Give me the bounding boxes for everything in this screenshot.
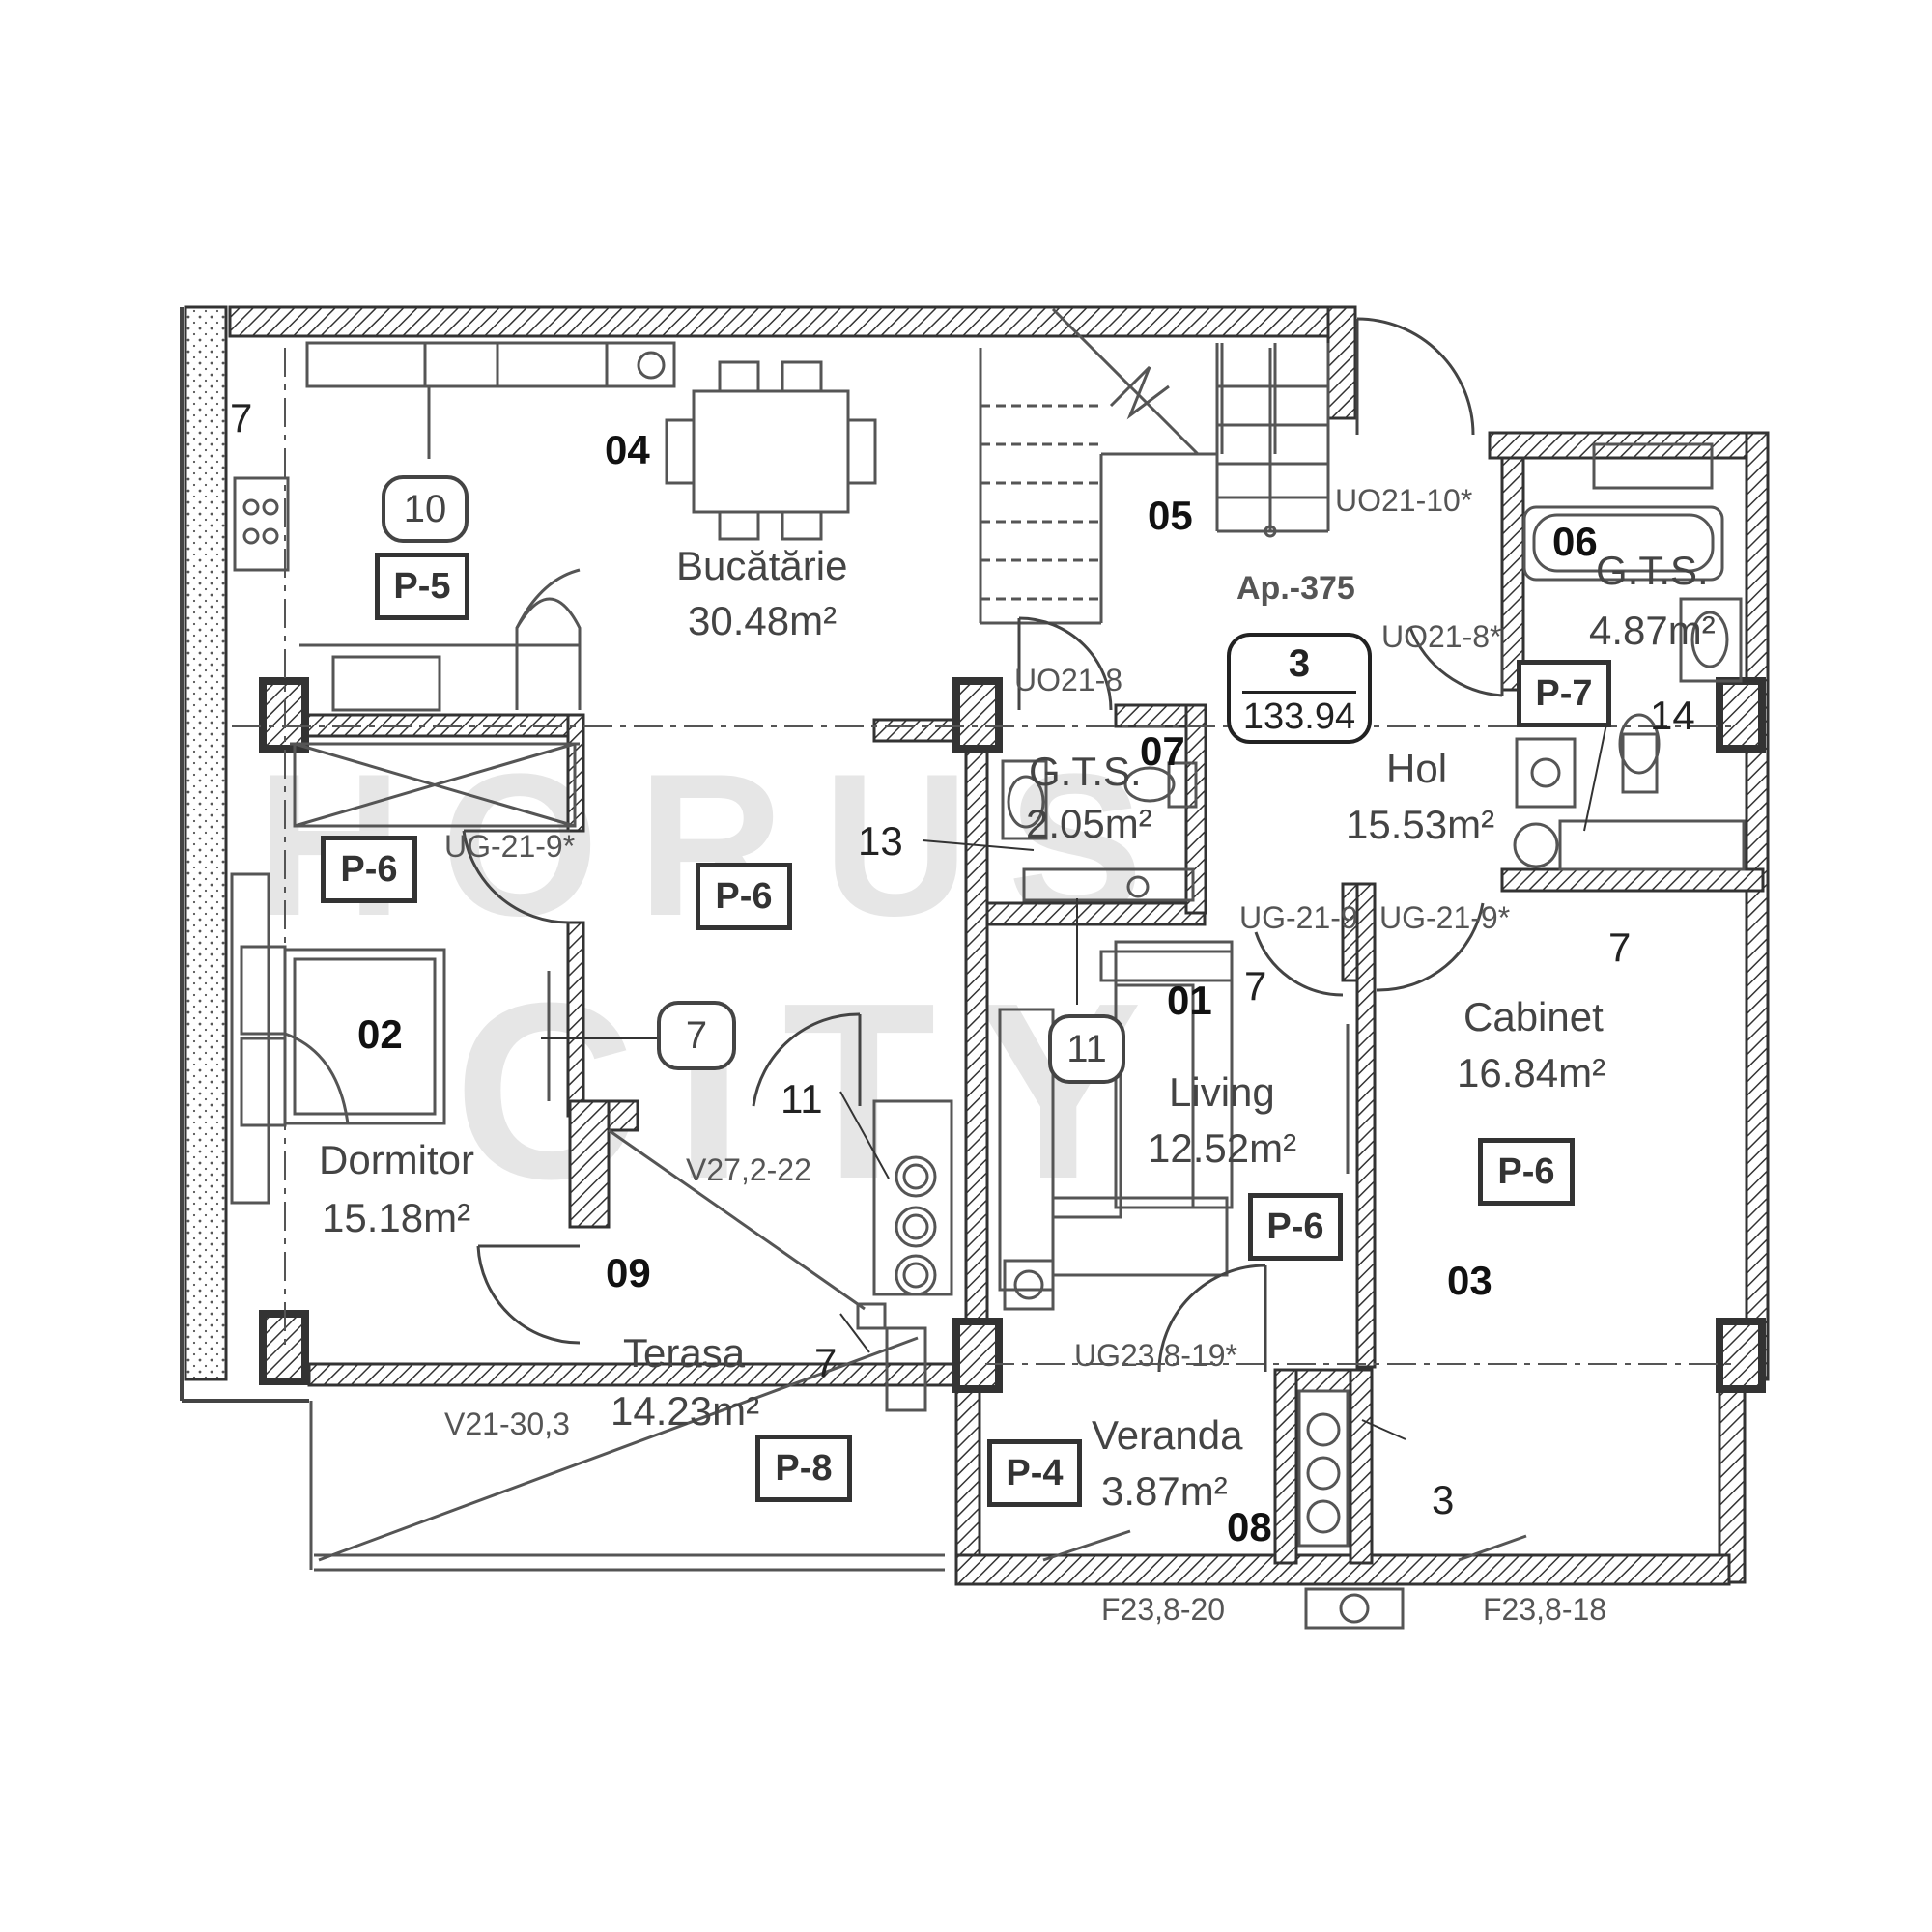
room-08-name: Veranda	[1092, 1412, 1243, 1458]
callout-7-living: 7	[1244, 963, 1267, 1009]
room-06-name: G.T.S.	[1596, 548, 1709, 593]
room-hol-area: 15.53m²	[1346, 802, 1495, 847]
terrace-details	[309, 1099, 1527, 1630]
room-04-name: Bucătărie	[676, 543, 848, 588]
room-08-number: 08	[1227, 1504, 1272, 1549]
code-f23-8-20: F23,8-20	[1101, 1592, 1226, 1627]
callout-7-kitchen: 7	[230, 395, 253, 440]
room-09-name: Terasa	[623, 1330, 746, 1376]
finish-tag-p6-bedroom: P-6	[321, 836, 417, 903]
bathroom-07-fixtures	[1001, 759, 1198, 902]
callout-7-cabinet: 7	[1608, 924, 1632, 970]
apartment-area: 133.94	[1242, 696, 1356, 737]
callout-3: 3	[1432, 1477, 1455, 1522]
room-01-name: Living	[1169, 1069, 1275, 1115]
apartment-badge: 3 133.94	[1227, 633, 1372, 744]
finish-tag-p6-living: P-6	[1248, 1193, 1343, 1261]
code-uo21-8-star: UO21-8*	[1381, 619, 1502, 654]
finish-tag-p5: P-5	[375, 553, 469, 620]
code-ug21-9-bedroom: UG-21-9*	[444, 829, 576, 864]
callout-14: 14	[1650, 693, 1695, 738]
finish-tag-p7: P-7	[1517, 660, 1611, 727]
room-03-name: Cabinet	[1463, 994, 1604, 1039]
room-03-number: 03	[1447, 1258, 1492, 1303]
exterior-walls	[228, 305, 1770, 1586]
bathroom-06-fixtures	[1522, 442, 1743, 683]
finish-tag-p6-cabinet: P-6	[1478, 1138, 1575, 1206]
code-f23-8-18: F23,8-18	[1483, 1592, 1607, 1627]
room-07-area: 2.05m²	[1026, 801, 1152, 846]
finish-tag-p6-kitchen: P-6	[696, 863, 792, 930]
room-08-area: 3.87m²	[1101, 1468, 1228, 1514]
code-uo21-10: UO21-10*	[1335, 483, 1473, 518]
room-03-area: 16.84m²	[1457, 1050, 1606, 1095]
leader-lines	[541, 714, 1609, 1440]
staircase	[979, 307, 1330, 625]
marker-circle-11: 11	[1048, 1014, 1125, 1084]
code-ug21-9-cabinet: UG-21-9*	[1379, 900, 1511, 935]
code-ug21-9-living: UG-21-9	[1239, 900, 1358, 935]
finish-tag-p4: P-4	[987, 1439, 1082, 1507]
interior-walls	[288, 703, 1377, 1565]
left-insulated-wall	[184, 305, 228, 1381]
room-05-number: 05	[1148, 493, 1193, 538]
door-swings	[462, 317, 1504, 1373]
room-07-number: 07	[1140, 728, 1185, 774]
code-v27-2-22: V27,2-22	[686, 1152, 811, 1187]
room-06-area: 4.87m²	[1589, 608, 1716, 653]
apartment-number: 3	[1288, 642, 1311, 685]
finish-tag-p8: P-8	[755, 1435, 852, 1502]
room-04-area: 30.48m²	[688, 598, 838, 643]
room-09-area: 14.23m²	[611, 1388, 760, 1434]
code-uo21-8: UO21-8	[1014, 663, 1123, 697]
room-01-area: 12.52m²	[1148, 1125, 1297, 1171]
room-04-number: 04	[605, 427, 650, 472]
room-09-number: 09	[606, 1250, 651, 1295]
room-07-name: G.T.S.	[1029, 749, 1142, 794]
room-02-area: 15.18m²	[322, 1195, 471, 1240]
callout-7-terrace: 7	[814, 1340, 838, 1385]
room-hol-name: Hol	[1386, 746, 1448, 791]
room-02-name: Dormitor	[319, 1137, 475, 1182]
room-01-number: 01	[1167, 978, 1212, 1023]
marker-circle-10: 10	[382, 475, 469, 543]
callout-13: 13	[858, 818, 903, 864]
code-ug23-8-19: UG23,8-19*	[1074, 1338, 1237, 1373]
apartment-badge-divider	[1242, 691, 1356, 694]
callout-11: 11	[781, 1076, 823, 1122]
apartment-name: Ap.-375	[1236, 570, 1355, 607]
room-02-number: 02	[357, 1011, 403, 1057]
axis-lines	[232, 348, 1739, 1365]
wc-14-fixtures	[1513, 713, 1746, 871]
code-v21-30-3: V21-30,3	[444, 1406, 570, 1441]
kitchen-furniture	[233, 341, 877, 712]
structural-columns	[259, 677, 1766, 1393]
bedroom-furniture	[230, 742, 580, 1205]
marker-circle-7: 7	[657, 1001, 736, 1070]
room-06-number: 06	[1552, 519, 1598, 564]
